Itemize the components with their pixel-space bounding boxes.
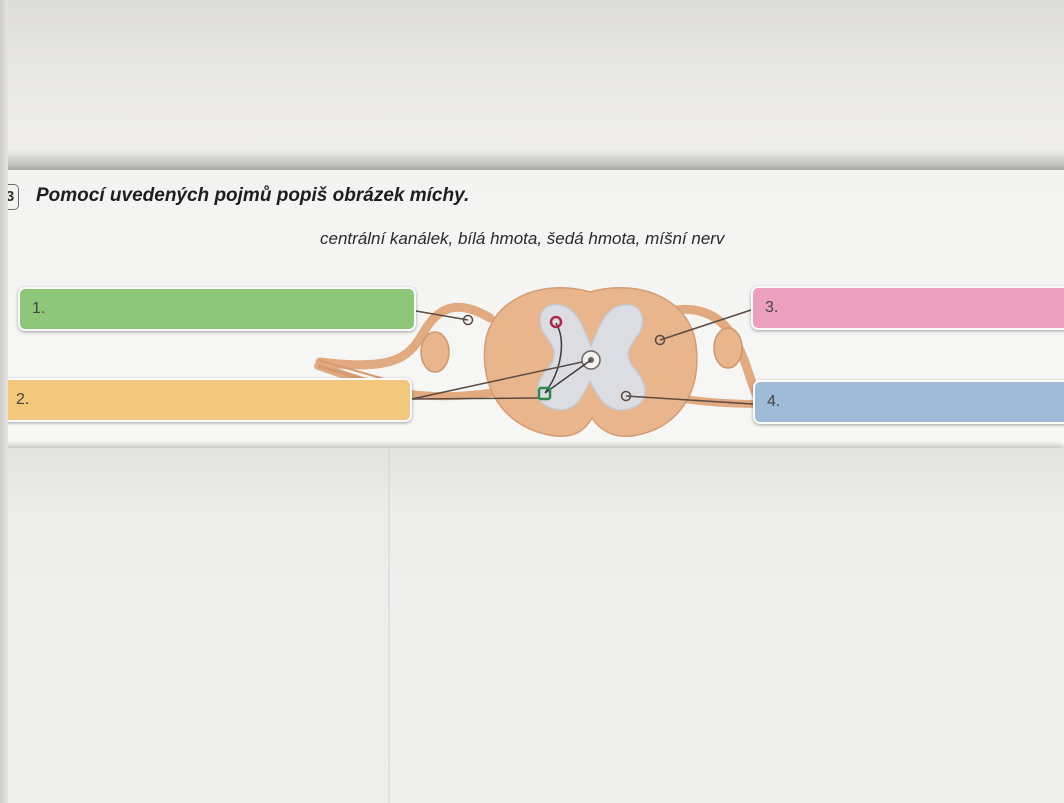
right-spinal-ganglion [714, 328, 742, 368]
label-box-1[interactable]: 1. [18, 287, 416, 331]
label-box-2[interactable]: 2. [2, 378, 412, 422]
label-box-4[interactable]: 4. [753, 380, 1064, 424]
page-left-edge [0, 0, 8, 803]
leader-line-2a [412, 398, 540, 399]
paper-fold-line [388, 448, 390, 803]
background-paper-bottom [0, 448, 1064, 803]
label-box-3[interactable]: 3. [751, 286, 1064, 330]
left-spinal-ganglion [421, 332, 449, 372]
